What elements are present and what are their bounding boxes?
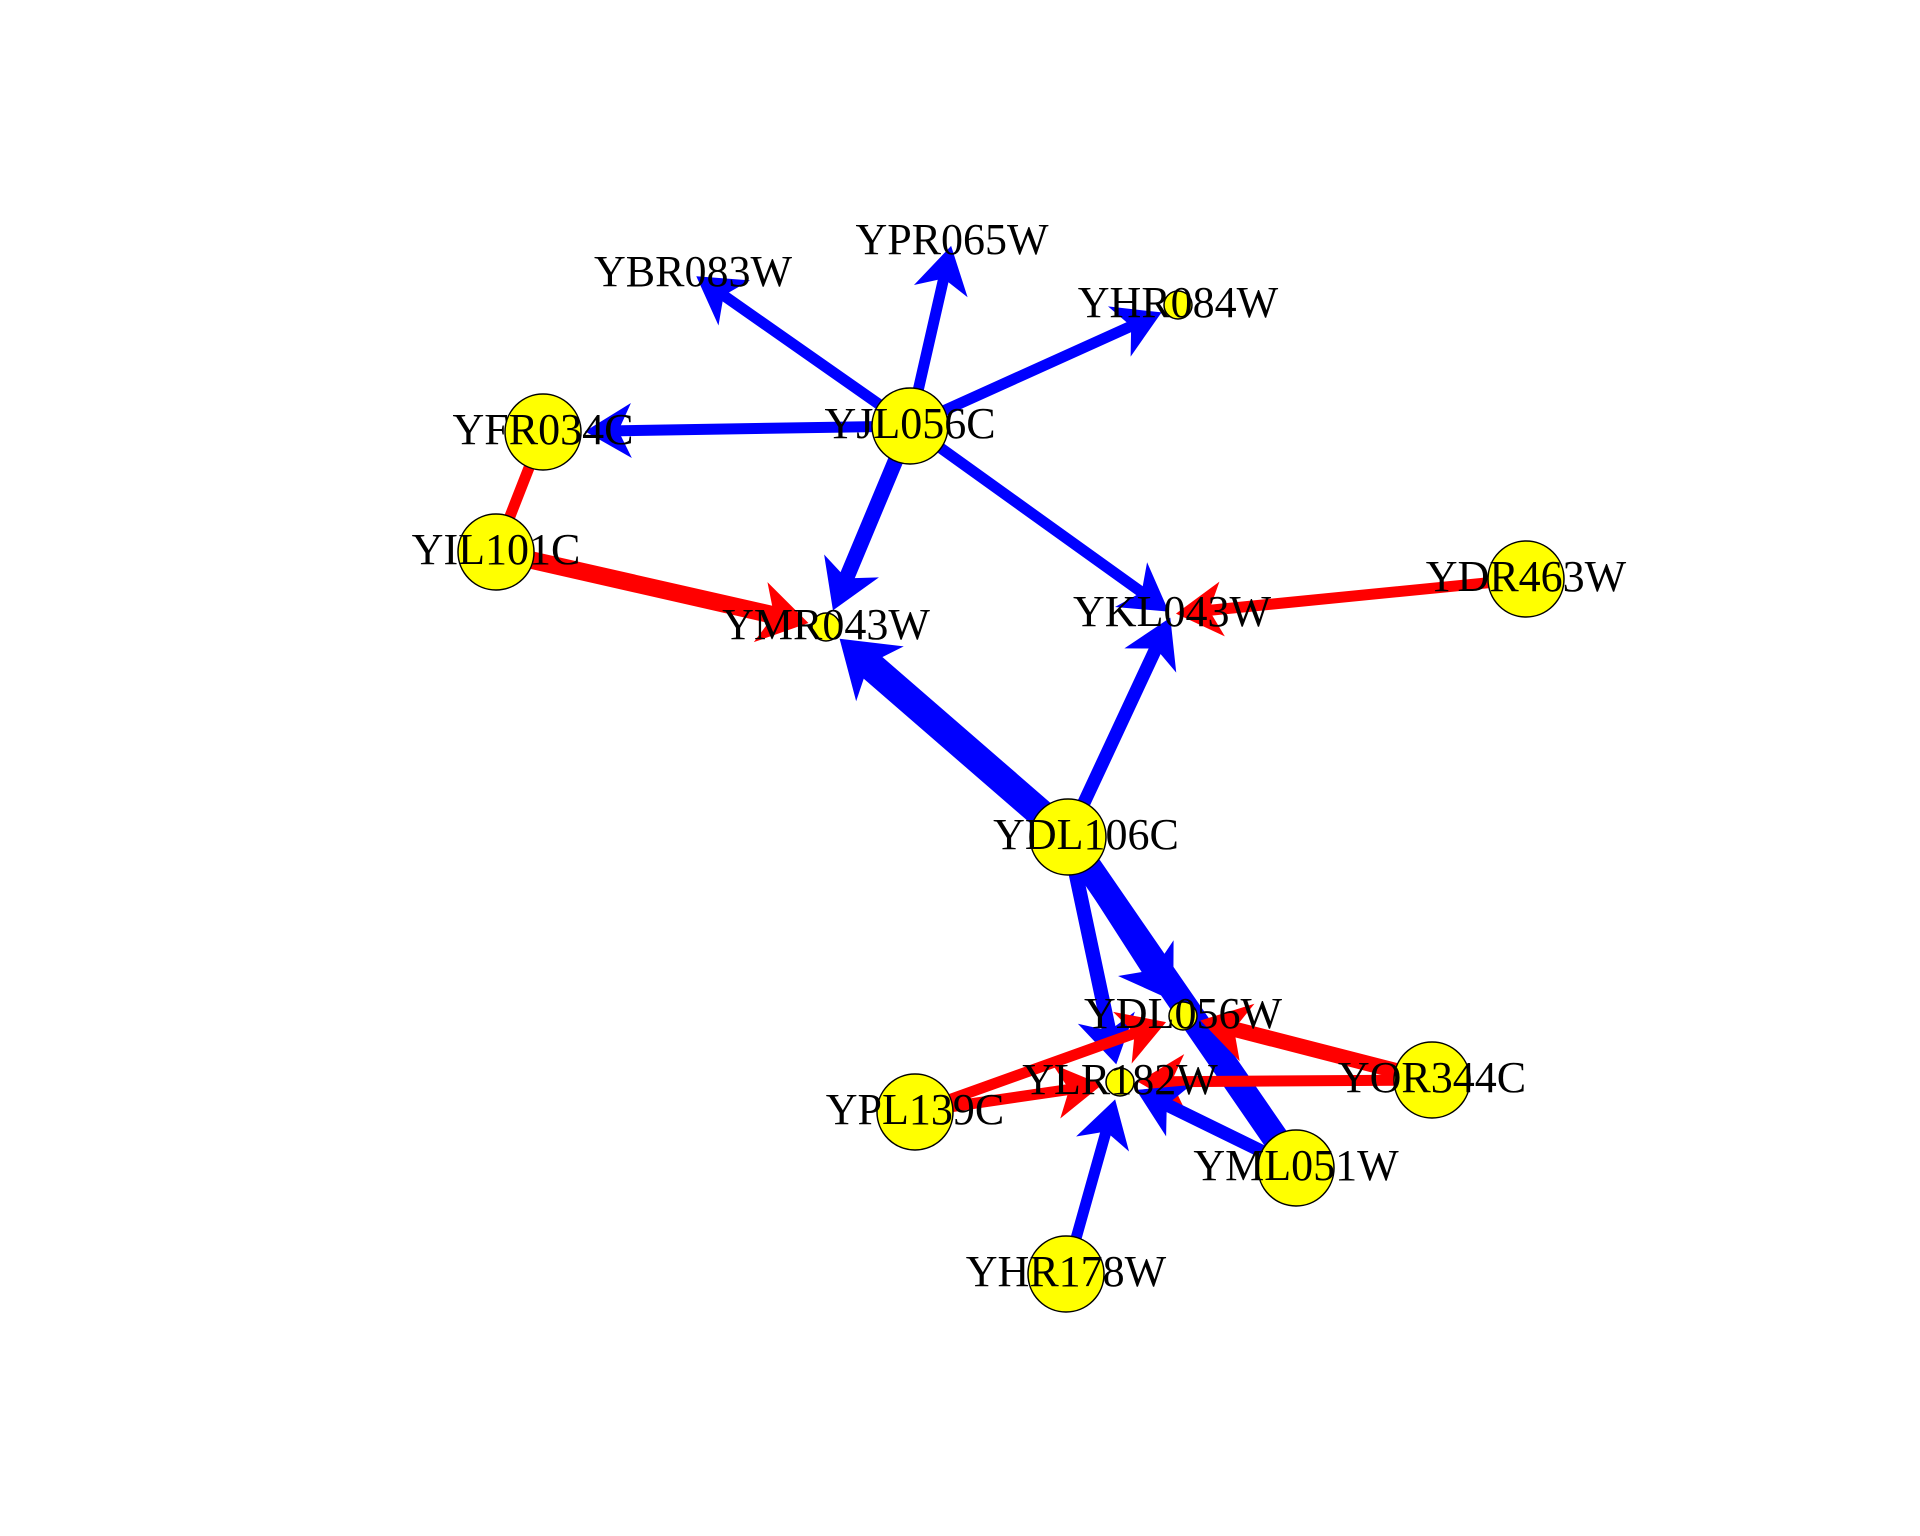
- node-YOR344C[interactable]: [1393, 1041, 1471, 1119]
- node-label-YHR084W: YHR084W: [1078, 278, 1279, 327]
- arrowhead-icon: [584, 403, 632, 459]
- edge-YDL106C-YMR043W: [839, 638, 1083, 852]
- edges-layer: [487, 245, 1532, 1280]
- node-label-YFR034C: YFR034C: [453, 405, 634, 454]
- node-YFR034C[interactable]: [504, 393, 582, 471]
- edge-line: [607, 420, 916, 437]
- edge-line: [713, 286, 916, 432]
- arrowhead-icon: [1115, 562, 1169, 612]
- node-label-YPR065W: YPR065W: [855, 215, 1049, 264]
- edge-line: [1160, 1074, 1438, 1088]
- node-YPL139C[interactable]: [876, 1073, 954, 1151]
- node-label-YIL101C: YIL101C: [412, 525, 581, 574]
- node-label-YML051W: YML051W: [1193, 1141, 1399, 1190]
- arrowhead-icon: [1076, 1099, 1130, 1152]
- node-YJL056C[interactable]: [871, 387, 949, 465]
- edge-line: [849, 645, 1083, 852]
- node-label-YKL043W: YKL043W: [1073, 587, 1271, 636]
- edge-YJL056C-YKL043W: [904, 420, 1169, 612]
- node-label-YJL056C: YJL056C: [824, 399, 995, 448]
- arrowhead-icon: [696, 276, 751, 326]
- node-YDR463W[interactable]: [1487, 540, 1565, 618]
- edge-line: [487, 543, 789, 626]
- node-YLR182W[interactable]: [1105, 1067, 1135, 1097]
- edge-line: [904, 420, 1152, 601]
- arrowhead-icon: [1200, 1003, 1255, 1062]
- nodes-layer: [457, 290, 1565, 1313]
- edge-YPL139C-YDL056W: [909, 1011, 1167, 1118]
- node-YML051W[interactable]: [1257, 1129, 1335, 1207]
- node-label-YLR182W: YLR182W: [1022, 1055, 1218, 1104]
- node-label-YOR344C: YOR344C: [1338, 1053, 1526, 1102]
- arrowhead-icon: [1175, 581, 1225, 637]
- node-YMR043W[interactable]: [811, 612, 841, 642]
- node-label-YDL056W: YDL056W: [1084, 989, 1282, 1038]
- edge-line: [904, 318, 1142, 432]
- arrowhead-icon: [839, 638, 904, 702]
- node-label-YDL106C: YDL106C: [993, 810, 1179, 859]
- node-label-YHR178W: YHR178W: [966, 1247, 1167, 1296]
- edge-YJL056C-YFR034C: [584, 403, 916, 459]
- node-YIL101C[interactable]: [457, 513, 535, 591]
- arrowhead-icon: [1052, 1064, 1103, 1119]
- labels-layer: YJL056C YPR065W YBR083W YHR084W YFR034C YIL10…: [412, 215, 1627, 1296]
- edge-YDR463W-YKL043W: [1175, 573, 1532, 637]
- arrowhead-icon: [913, 245, 968, 298]
- arrowhead-icon: [824, 554, 879, 611]
- node-YDL106C[interactable]: [1029, 798, 1107, 876]
- arrowhead-icon: [1113, 1011, 1167, 1064]
- node-YHR084W[interactable]: [1163, 290, 1193, 320]
- node-label-YBR083W: YBR083W: [594, 247, 792, 296]
- node-YHR178W[interactable]: [1027, 1235, 1105, 1313]
- arrowhead-icon: [753, 582, 809, 643]
- edge-line: [909, 1025, 1146, 1118]
- edge-line: [1198, 573, 1532, 617]
- node-label-YDR463W: YDR463W: [1426, 552, 1627, 601]
- arrowhead-icon: [1107, 306, 1162, 357]
- arrowhead-icon: [1124, 617, 1177, 673]
- node-label-YMR043W: YMR043W: [722, 600, 930, 649]
- arrowhead-icon: [1136, 1084, 1192, 1137]
- node-YDL056W[interactable]: [1168, 1001, 1198, 1031]
- edge-YJL056C-YHR084W: [904, 306, 1162, 432]
- node-label-YPL139C: YPL139C: [826, 1085, 1004, 1134]
- edge-YIL101C-YMR043W: [487, 543, 809, 643]
- edge-YJL056C-YBR083W: [696, 276, 916, 432]
